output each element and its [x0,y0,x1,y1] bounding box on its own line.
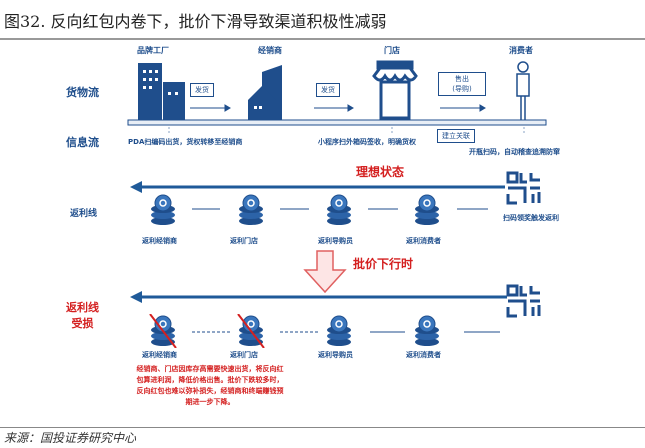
info-text-consumer: 开瓶扫码，自动稽查追溯防窜 [469,148,560,156]
ideal-rebate-label: 返利经销商 [142,237,177,245]
store-icon [372,60,418,120]
node-distributor-label: 经销商 [258,46,282,55]
info-text-factory: PDA扫编码出货，货权转移至经销商 [128,138,243,146]
figure-title: 图32. 反向红包内卷下，批价下滑导致渠道积极性减弱 [4,12,387,31]
ideal-state-title: 理想状态 [356,165,405,179]
node-factory-label: 品牌工厂 [137,46,169,55]
top-divider [0,38,645,40]
ideal-rebate-label: 返利门店 [230,237,258,245]
info-flow-label: 信息流 [66,136,99,149]
link-box: 建立关联 [437,129,475,143]
node-consumer-label: 消费者 [509,46,533,55]
sold-sublabel: (导购) [452,85,472,93]
coin-stack-icon [237,314,265,348]
factory-icon [138,63,185,121]
consumer-icon [516,61,530,122]
timeline-bar [127,119,547,126]
damaged-line-label-2: 受损 [71,317,94,330]
coin-stack-icon [415,315,439,346]
transition-label: 批价下行时 [353,257,414,271]
ideal-line-label: 返利线 [70,209,98,219]
damaged-note: 经销商、门店因库存高需要快速出货，将反向红包算进利润，降低价格出售。批价下跌较多… [136,365,284,406]
damaged-line-label-1: 返利线 [66,301,99,314]
ideal-rebate-label: 返利消费者 [406,237,441,245]
qr-scan-label: 扫码领奖触发返利 [503,214,559,222]
distributor-icon [248,65,282,121]
coin-stack-icon [327,315,351,346]
info-text-store: 小程序扫外箱码签收，明确货权 [318,138,416,146]
damaged-rebate-label: 返利导购员 [318,351,353,359]
sold-box: 售出 (导购) [438,72,486,96]
flow-arrows [190,104,486,112]
goods-flow-label: 货物流 [66,86,99,99]
ship-label-2: 发货 [316,83,340,97]
damaged-rebate-label: 返利消费者 [406,351,441,359]
bottom-divider [0,427,645,428]
source-note: 来源：国投证券研究中心 [4,431,137,445]
coin-stack-icon [239,194,263,225]
node-store-label: 门店 [384,46,400,55]
qr-code-icon [506,171,541,205]
sold-label: 售出 [455,75,469,83]
damaged-rebate-label: 返利门店 [230,351,258,359]
coin-stack-icon [149,314,177,348]
ship-label-1: 发货 [190,83,214,97]
down-arrow-icon [303,250,347,294]
damaged-line-label: 返利线受损 [66,300,99,332]
info-dashed-arrows [168,127,525,134]
coin-stack-icon [327,194,351,225]
coin-stack-icon [415,194,439,225]
damaged-rebate-label: 返利经销商 [142,351,177,359]
ideal-rebate-label: 返利导购员 [318,237,353,245]
coin-stack-icon [151,194,175,225]
qr-code-icon [506,284,541,318]
